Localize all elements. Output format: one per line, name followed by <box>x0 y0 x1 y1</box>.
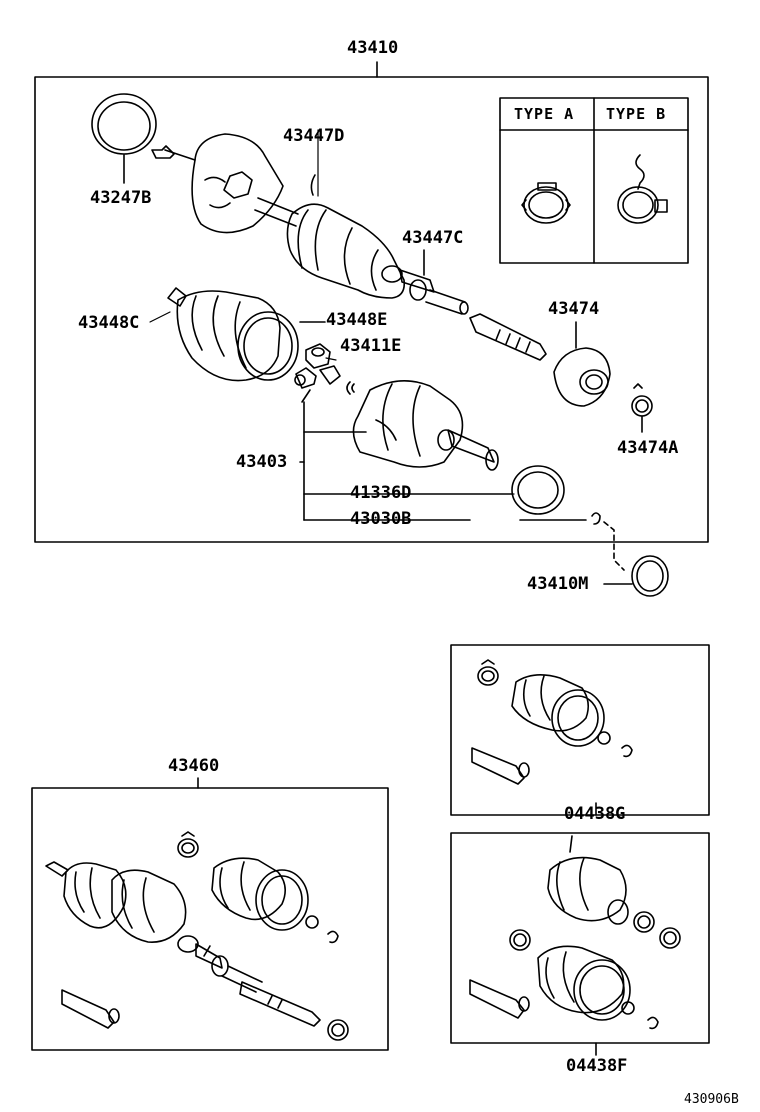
assembly-box-43460 <box>31 787 389 1051</box>
outer-cv-joint <box>151 133 299 234</box>
part-label-43410[interactable]: 43410 <box>347 38 399 58</box>
part-label-41336d[interactable]: 41336D <box>350 483 412 503</box>
part-label-43448c[interactable]: 43448C <box>78 313 140 333</box>
part-label-43460[interactable]: 43460 <box>168 756 220 776</box>
ring-43247b <box>91 93 157 184</box>
clamp-type-legend <box>499 97 689 264</box>
part-label-43411e[interactable]: 43411E <box>340 336 402 356</box>
snap-ring-43030b <box>519 512 625 571</box>
part-label-43447c[interactable]: 43447C <box>402 228 464 248</box>
part-label-43474[interactable]: 43474 <box>548 299 600 319</box>
seal-43410m <box>603 555 669 597</box>
part-label-43030b[interactable]: 43030B <box>350 509 412 529</box>
legend-type-b: TYPE B <box>606 105 667 123</box>
axle-assembly-43460 <box>45 831 349 1041</box>
inner-shaft <box>469 313 547 361</box>
part-label-04438f[interactable]: 04438F <box>566 1056 628 1076</box>
part-label-43410m[interactable]: 43410M <box>527 574 589 594</box>
part-label-43403[interactable]: 43403 <box>236 452 288 472</box>
bracket-43403 <box>299 401 513 521</box>
boot-kit-04438f <box>469 835 681 1030</box>
part-label-43447d[interactable]: 43447D <box>283 126 345 146</box>
part-label-43474a[interactable]: 43474A <box>617 438 679 458</box>
tripod-joint-43411e <box>294 343 355 403</box>
diagram-code: 430906B <box>684 1092 739 1107</box>
kit-box-04438f <box>450 832 710 1044</box>
legend-type-a: TYPE A <box>514 105 575 123</box>
assembly-box-43410 <box>34 76 709 543</box>
clamp-type-a-icon <box>521 182 571 224</box>
boot-43448c <box>167 287 326 382</box>
seal-41336d <box>511 465 565 515</box>
boot-kit-04438g <box>471 659 633 785</box>
clamp-type-b-icon <box>617 154 668 224</box>
leader-lines <box>149 129 515 495</box>
clamp-43474a <box>631 383 653 433</box>
housing-43403 <box>352 380 499 471</box>
boot-43447c <box>286 174 469 315</box>
part-label-43448e[interactable]: 43448E <box>326 310 388 330</box>
part-label-43247b[interactable]: 43247B <box>90 188 152 208</box>
kit-box-04438g <box>450 644 710 816</box>
part-label-04438g[interactable]: 04438G <box>564 804 626 824</box>
damper-43474 <box>553 321 611 407</box>
